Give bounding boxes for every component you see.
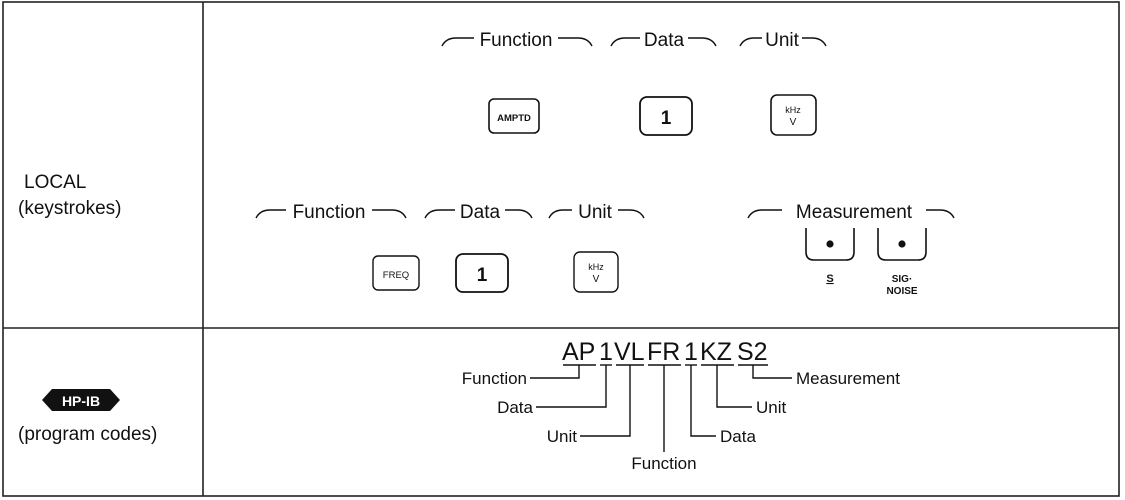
row1-data-bracket-right [688,37,717,47]
row1-data-bracket-left [610,37,640,47]
hpib-logo: HP-IB [42,389,120,411]
hpib-logo-text: HP-IB [62,393,100,409]
row2-brackets [255,209,955,219]
callout-function-ap: Function [462,369,527,388]
data-key-1[interactable]: 1 [639,96,693,136]
row2-data-bracket-right [505,209,533,219]
row2-function-bracket-right [372,209,407,219]
row1-function-label: Function [480,30,553,51]
measurement-s-label: S [826,273,833,285]
code-segment-1b: 1 [684,338,698,366]
khz-key-2-top: kHz [588,262,604,272]
code-segment-vl: VL [614,338,645,366]
callout-function-fr: Function [631,454,696,473]
row1-data-label: Data [644,30,685,51]
callout-data-2: Data [720,427,756,446]
row2-measurement-label: Measurement [796,202,913,223]
softkey-dot-icon [826,240,834,248]
softkey-dot-icon [898,240,906,248]
row1-function-bracket-right [558,37,593,47]
row2-measurement-bracket-right [926,209,955,219]
hpib-subtitle: (program codes) [18,424,157,445]
program-code-string: AP 1 VL FR 1 KZ S2 [562,338,768,366]
sig-noise-label-top: SIG· [892,274,913,285]
row1-brackets [441,37,827,47]
row2-function-bracket-left [255,209,286,219]
local-title: LOCAL [24,172,86,193]
khz-key-1-top: kHz [785,105,801,115]
khz-key-1-bottom: V [790,117,797,128]
row2-unit-label: Unit [578,202,613,223]
callout-lines [530,364,792,452]
callout-data-1: Data [497,398,533,417]
row1-unit-bracket-left [739,37,762,47]
callout-unit-vl: Unit [547,427,578,446]
row2-data-bracket-left [424,209,455,219]
callout-unit-kz: Unit [756,398,787,417]
code-segment-1a: 1 [599,338,613,366]
row2-unit-bracket-right [618,209,645,219]
freq-key[interactable]: FREQ [372,255,420,291]
data-key-1-label: 1 [661,108,672,129]
amptd-key-label: AMPTD [497,113,531,124]
code-segment-ap: AP [562,338,595,366]
khz-v-key-2[interactable]: kHz V [573,251,619,293]
row2-function-label: Function [293,202,366,223]
local-subtitle: (keystrokes) [18,198,121,219]
callout-measurement-s2: Measurement [796,369,900,388]
row2-measurement-bracket-left [747,209,782,219]
measurement-s-key[interactable]: S [805,228,855,285]
sig-noise-label-bottom: NOISE [886,286,917,297]
row1-function-bracket-left [441,37,474,47]
code-segment-kz: KZ [700,338,732,366]
row1-unit-label: Unit [765,30,800,51]
amptd-key[interactable]: AMPTD [488,98,540,134]
code-segment-fr: FR [647,338,680,366]
row2-unit-bracket-left [548,209,572,219]
row1-unit-bracket-right [802,37,827,47]
row2-data-label: Data [460,202,501,223]
khz-v-key-1[interactable]: kHz V [770,94,817,136]
freq-key-label: FREQ [383,270,409,281]
code-segment-s2: S2 [737,338,768,366]
data-key-2[interactable]: 1 [455,253,509,293]
khz-key-2-bottom: V [593,274,600,285]
data-key-2-label: 1 [477,265,488,286]
measurement-sig-noise-key[interactable]: SIG· NOISE [877,228,927,297]
